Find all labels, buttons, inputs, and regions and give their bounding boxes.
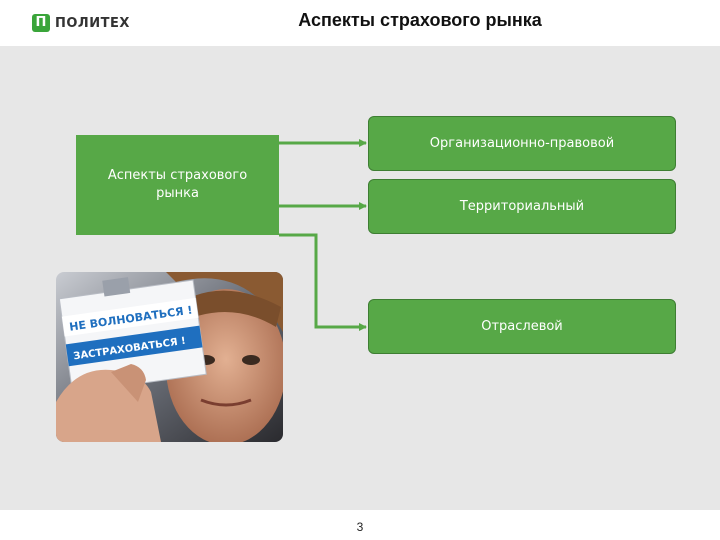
logo-text: ПОЛИТЕХ (55, 16, 130, 31)
page-number: 3 (350, 520, 370, 534)
logo-mark-icon: П (32, 14, 50, 32)
branch-sectoral: Отраслевой (368, 299, 676, 354)
politeh-logo: П ПОЛИТЕХ (32, 12, 130, 34)
slide-footer: 3 (0, 510, 720, 540)
slide-content: Аспекты страхового рынка Организационно-… (0, 46, 720, 510)
illustration-photo: НЕ ВОЛНОВАТЬСЯ ! ЗАСТРАХОВАТЬСЯ ! (56, 272, 283, 442)
photo-image: НЕ ВОЛНОВАТЬСЯ ! ЗАСТРАХОВАТЬСЯ ! (56, 272, 283, 442)
connector-arrow-3 (279, 235, 366, 327)
branch-organizational-legal: Организационно-правовой (368, 116, 676, 171)
main-aspect-box: Аспекты страхового рынка (76, 135, 279, 235)
branch-territorial: Территориальный (368, 179, 676, 234)
slide-header: П ПОЛИТЕХ Аспекты страхового рынка (0, 0, 720, 46)
page-title: Аспекты страхового рынка (250, 10, 590, 31)
